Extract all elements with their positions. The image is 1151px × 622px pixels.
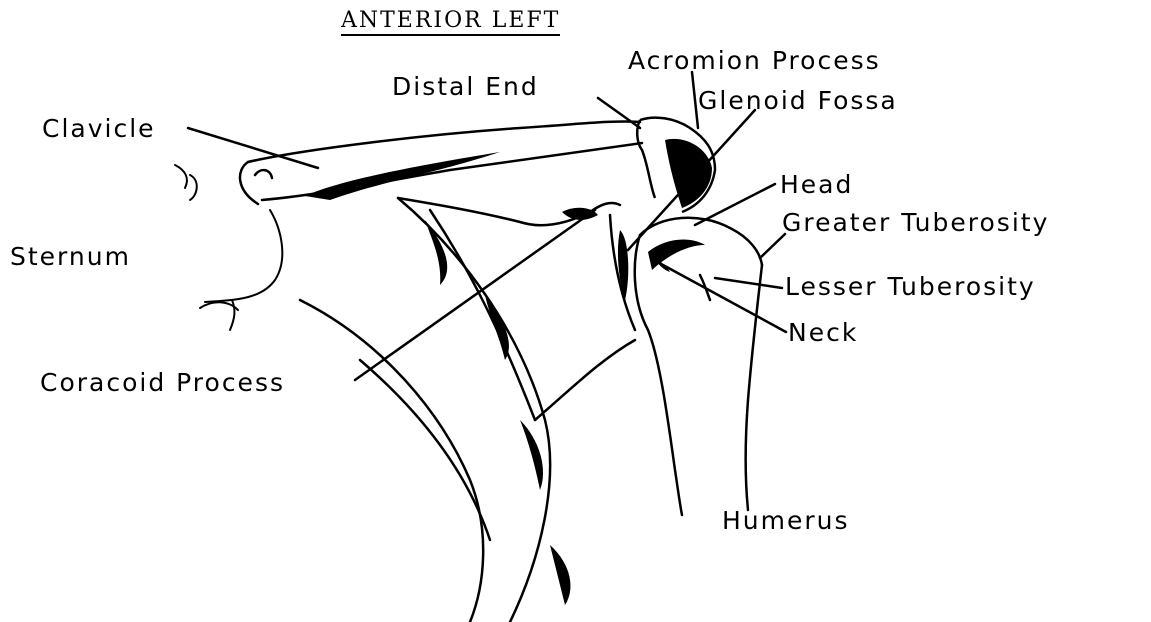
glenoid-shadow	[618, 230, 628, 300]
label-acromion-process: Acromion Process	[628, 48, 881, 73]
rib-shadow-3	[520, 420, 543, 490]
label-clavicle: Clavicle	[42, 116, 156, 141]
leader-glenoid	[628, 110, 755, 250]
humerus-head-shadow	[648, 240, 705, 270]
label-distal-end: Distal End	[392, 74, 539, 99]
label-neck: Neck	[788, 320, 858, 345]
view-title: ANTERIOR LEFT	[341, 10, 560, 36]
clavicle-shadow	[305, 152, 500, 200]
label-coracoid-process: Coracoid Process	[40, 370, 285, 395]
acromion-shadow	[665, 139, 712, 208]
leader-coracoid	[355, 210, 595, 380]
rib-shadow-4	[550, 545, 570, 605]
label-sternum: Sternum	[10, 244, 131, 269]
leader-greater-tuberosity	[760, 234, 785, 258]
label-head: Head	[780, 172, 853, 197]
ribs	[300, 198, 550, 622]
leader-neck	[663, 265, 786, 332]
label-lesser-tuberosity: Lesser Tuberosity	[785, 274, 1036, 299]
label-glenoid-fossa: Glenoid Fossa	[698, 88, 898, 113]
label-humerus: Humerus	[722, 508, 850, 533]
leader-lesser-tuberosity	[715, 278, 782, 288]
sternum-bone	[175, 165, 282, 330]
label-greater-tuberosity: Greater Tuberosity	[782, 210, 1049, 235]
